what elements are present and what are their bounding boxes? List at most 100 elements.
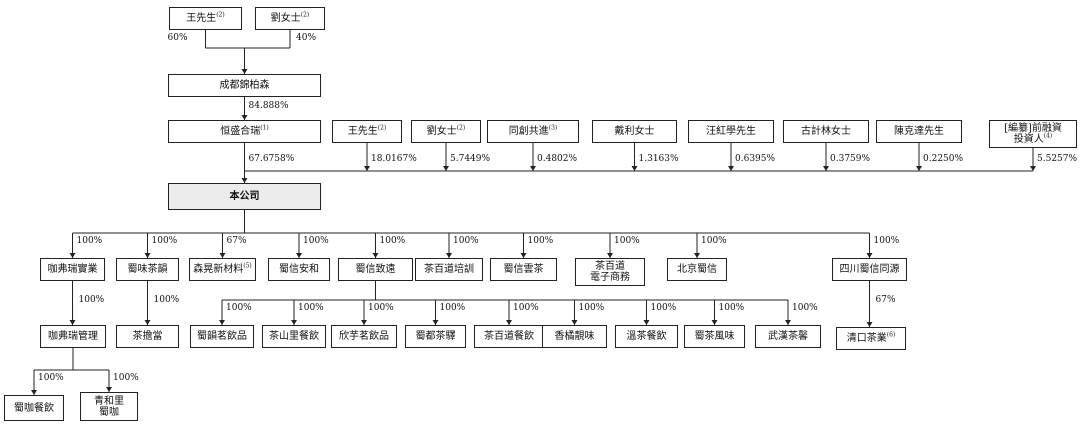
node-shuchafengwei: 蜀茶風味 [684, 325, 745, 348]
ownership-percentage: 67% [875, 295, 896, 305]
node-label-text: 恒盛合瑞 [220, 126, 261, 137]
node-chengdu: 成都錦柏森 [168, 74, 321, 97]
arrowhead [728, 166, 734, 171]
ownership-percentage: 100% [527, 236, 554, 246]
node-wang-top: 王先生(2) [169, 7, 242, 30]
node-label: 恒盛合瑞(1) [220, 124, 269, 137]
node-label: 劉女士(2) [271, 12, 310, 24]
node-label: 清口茶業(6) [847, 331, 896, 344]
arrowhead [372, 253, 379, 258]
node-shuka: 蜀咖餐飲 [4, 395, 64, 421]
node-label-text: 同創共進 [508, 126, 549, 137]
ownership-percentage: 100% [298, 303, 324, 313]
node-label: 成都錦柏森 [220, 80, 270, 91]
node-label: 咖弗瑞實業 [48, 264, 98, 275]
node-label: 欣芋茗飲品 [339, 331, 389, 342]
arrowhead [530, 166, 536, 171]
arrowhead [241, 115, 248, 120]
node-label-text: 蜀茶風味 [694, 331, 735, 342]
node-senhuang: 森晃新材料(5) [189, 258, 256, 281]
arrowhead [31, 390, 37, 395]
node-label: 蜀信雲茶 [504, 264, 544, 275]
node-label: 茶擔當 [133, 331, 163, 342]
node-label-text: 四川蜀信同源 [839, 264, 900, 275]
node-label-text: 劉女士 [426, 126, 457, 137]
node-label: 蜀信致遠 [356, 264, 396, 275]
node-label: 蜀信安和 [279, 264, 319, 275]
node-label: 森晃新材料(5) [193, 263, 252, 275]
arrowhead [291, 320, 297, 325]
ownership-percentage: 0.4802% [537, 154, 578, 164]
arrowhead [446, 253, 452, 258]
node-shuyun-mingyinpin: 蜀韻茗飲品 [190, 325, 254, 348]
arrowhead [361, 320, 367, 325]
arrowhead [607, 253, 613, 258]
arrowhead [364, 166, 370, 171]
ownership-percentage: 100% [78, 295, 105, 305]
arrowhead [571, 320, 578, 325]
node-shuxinanhe: 蜀信安和 [268, 258, 330, 281]
node-label: 蜀韻茗飲品 [197, 331, 247, 342]
ownership-percentage: 84.888% [248, 101, 289, 111]
ownership-percentage: 100% [226, 303, 252, 313]
node-kafeirui-shiye: 咖弗瑞實業 [40, 258, 105, 281]
node-qingkou: 清口茶業(6) [836, 327, 906, 350]
node-label: 咖弗瑞管理 [48, 331, 98, 342]
node-label-text: 溫茶餐飲 [626, 331, 667, 342]
arrowhead [432, 320, 439, 325]
arrowhead [711, 320, 718, 325]
node-label-text: 古計林女士 [801, 126, 851, 137]
ownership-percentage: 100% [792, 303, 818, 313]
node-label-text: 成都錦柏森 [219, 80, 270, 91]
node-note-marker: (2) [377, 124, 387, 132]
node-label: [編纂]前融資 投資人(4) [1004, 123, 1062, 145]
node-label: 本公司 [230, 191, 260, 202]
ownership-percentage: 100% [439, 303, 466, 313]
ownership-percentage: 100% [368, 303, 394, 313]
node-gujilin: 古計林女士 [783, 120, 869, 143]
arrowhead [296, 253, 302, 258]
node-label: 同創共進(3) [508, 125, 558, 137]
node-label: 青和里 蜀咖 [94, 396, 124, 418]
node-label-text: 咖弗瑞管理 [48, 331, 98, 342]
node-label: 戴利女士 [615, 126, 655, 137]
node-beijingshuxin: 北京蜀信 [667, 258, 727, 281]
arrowhead [823, 166, 829, 171]
node-label: 茶山里餐飲 [269, 331, 319, 342]
node-label-text: 戴利女士 [614, 126, 655, 137]
arrowhead [506, 320, 512, 325]
node-label: 北京蜀信 [677, 264, 717, 275]
ownership-percentage: 100% [614, 236, 640, 246]
arrowhead [694, 253, 700, 258]
node-label-text: 茶百道 電子商務 [590, 261, 630, 283]
arrowhead [785, 320, 791, 325]
node-daili: 戴利女士 [592, 120, 677, 143]
node-label-text: 王先生 [186, 13, 217, 24]
ownership-percentage: 60% [167, 33, 188, 43]
node-tongchuang: 同創共進(3) [487, 120, 579, 143]
ownership-percentage: 0.6395% [735, 154, 776, 164]
arrowhead [144, 253, 151, 258]
node-label: 蜀味茶韻 [128, 264, 168, 275]
ownership-percentage: 67.6758% [248, 154, 295, 164]
node-note-marker: (1) [260, 124, 269, 132]
ownership-percentage: 18.0167% [371, 154, 417, 164]
node-hengsheng: 恒盛合瑞(1) [168, 120, 321, 143]
node-label: 蜀茶風味 [695, 331, 735, 342]
node-shuxinzhiyuan: 蜀信致遠 [338, 258, 413, 281]
arrowhead [144, 320, 151, 325]
node-label: 蜀咖餐飲 [14, 403, 54, 414]
arrowhead [241, 178, 248, 183]
node-chabaidao-ecom: 茶百道 電子商務 [575, 258, 645, 286]
ownership-percentage: 40% [296, 33, 317, 43]
node-company: 本公司 [168, 183, 321, 210]
node-label-text: 蜀咖餐飲 [14, 402, 54, 414]
arrowhead [631, 166, 638, 171]
node-label: 陳克達先生 [894, 126, 944, 137]
node-note-marker: (2) [216, 11, 225, 19]
node-label: 王先生(2) [186, 11, 225, 24]
node-note-marker: (6) [886, 331, 896, 339]
node-wencha: 溫茶餐飲 [615, 325, 678, 348]
